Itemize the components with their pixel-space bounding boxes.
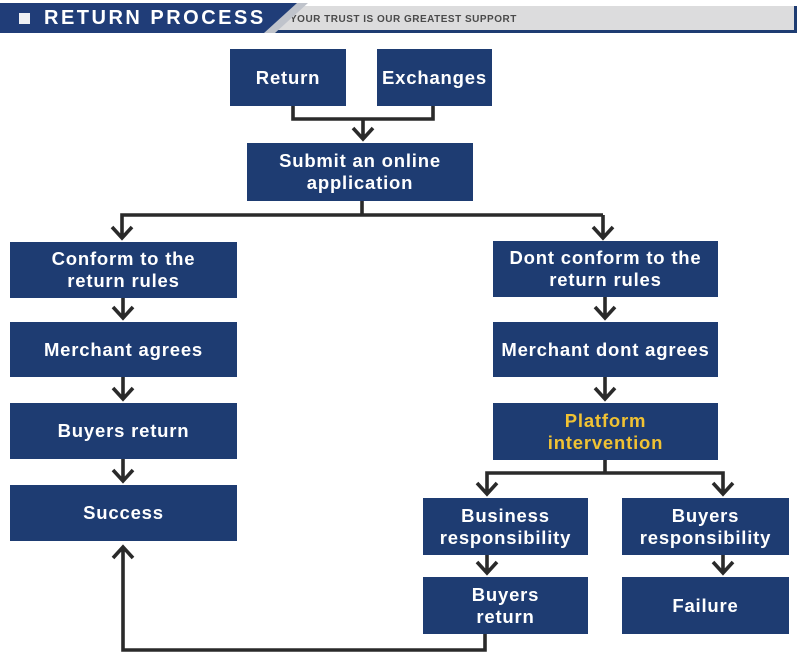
page-title: RETURN PROCESS (44, 6, 266, 29)
bullet-square-icon (19, 12, 30, 24)
node-platform-intervention: Platform intervention (493, 403, 718, 460)
header-tagline: YOUR TRUST IS OUR GREATEST SUPPORT (290, 14, 517, 25)
connector-buyersresp-to-failure (711, 554, 735, 576)
node-merchant-agrees: Merchant agrees (10, 322, 237, 377)
node-exchanges: Exchanges (377, 49, 492, 106)
connector-feedback-to-success (111, 544, 487, 652)
node-return: Return (230, 49, 346, 106)
node-submit-application: Submit an online application (247, 143, 473, 201)
node-buyers-responsibility: Buyers responsibility (622, 498, 789, 555)
connector-merchant-to-buyersreturn (111, 377, 135, 402)
connector-submit-branch (110, 200, 615, 241)
node-buyers-return-left: Buyers return (10, 403, 237, 459)
header-banner: RETURN PROCESS (0, 3, 297, 33)
connector-conform-to-merchant (111, 297, 135, 321)
node-conform-rules: Conform to the return rules (10, 242, 237, 298)
connector-top-bracket (291, 104, 435, 142)
connector-merchantdont-to-platform (593, 376, 617, 402)
node-failure: Failure (622, 577, 789, 634)
node-buyers-return-bottom: Buyers return (423, 577, 588, 634)
node-success: Success (10, 485, 237, 541)
connector-platform-branch (475, 459, 735, 497)
node-business-responsibility: Business responsibility (423, 498, 588, 555)
connector-dontconform-to-merchantdont (593, 296, 617, 321)
connector-buyersreturn-to-success (111, 458, 135, 484)
node-dont-conform-rules: Dont conform to the return rules (493, 241, 718, 297)
node-merchant-dont-agrees: Merchant dont agrees (493, 322, 718, 377)
connector-business-to-buyersreturn (475, 554, 499, 576)
